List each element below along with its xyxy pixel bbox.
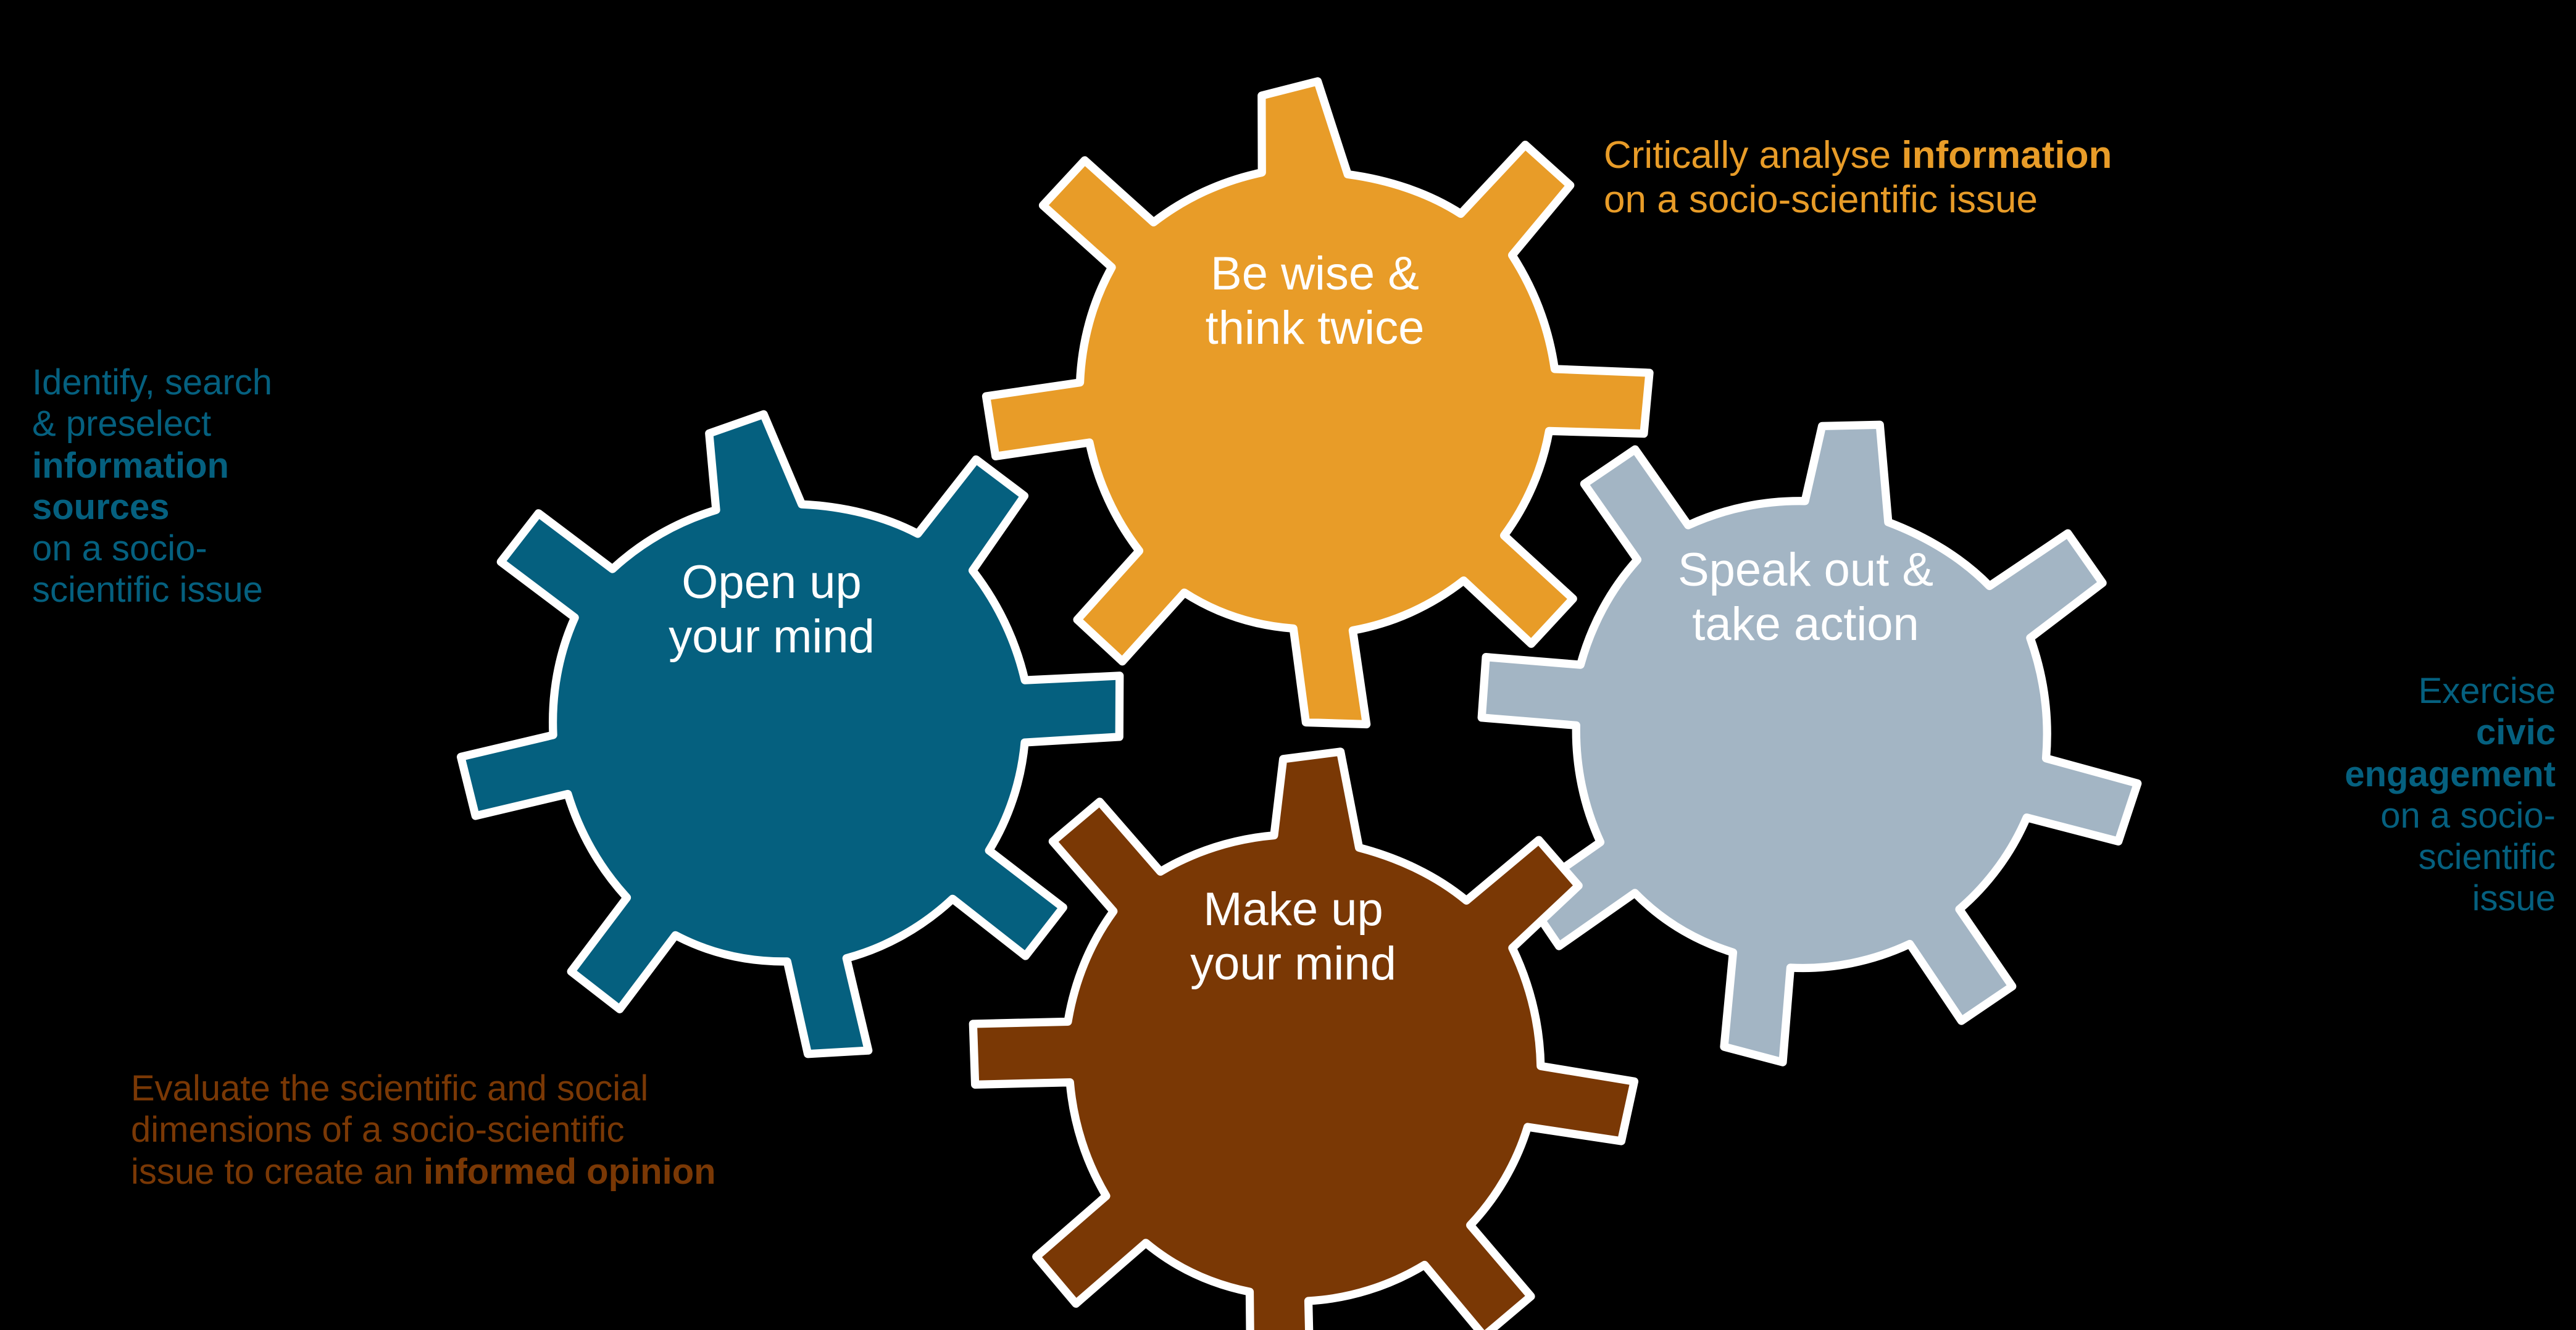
caption-line: scientific: [2418, 837, 2556, 878]
caption-line: on a socio-: [2380, 795, 2556, 836]
gear-open-up-your-mind[interactable]: [420, 370, 1167, 1101]
caption-line: Critically analyse: [1604, 134, 1902, 177]
caption-line: dimensions of a socio-scientific: [131, 1110, 625, 1150]
caption-line: Identify, search: [32, 362, 273, 402]
caption-line: issue to create an: [131, 1151, 423, 1192]
caption-line-bold: engagement: [2345, 754, 2556, 794]
caption-line: Evaluate the scientific and social: [131, 1068, 649, 1108]
caption-line: issue: [2472, 878, 2556, 919]
gear-be-wise-think-twice[interactable]: [970, 65, 1667, 743]
caption-line: & preselect: [32, 404, 212, 444]
gear-make-up-your-mind[interactable]: [949, 728, 1656, 1330]
caption-line-bold: information: [32, 445, 229, 486]
caption-line: Exercise: [2418, 671, 2556, 711]
caption-line: on a socio-scientific issue: [1604, 178, 2038, 221]
caption-line-bold: information: [1901, 134, 2112, 177]
caption-line-bold: civic: [2476, 712, 2556, 753]
caption-line-bold: sources: [32, 486, 170, 527]
caption-line: on a socio-: [32, 528, 207, 569]
caption-line-bold: informed opinion: [423, 1151, 716, 1192]
caption-line: scientific issue: [32, 570, 263, 610]
